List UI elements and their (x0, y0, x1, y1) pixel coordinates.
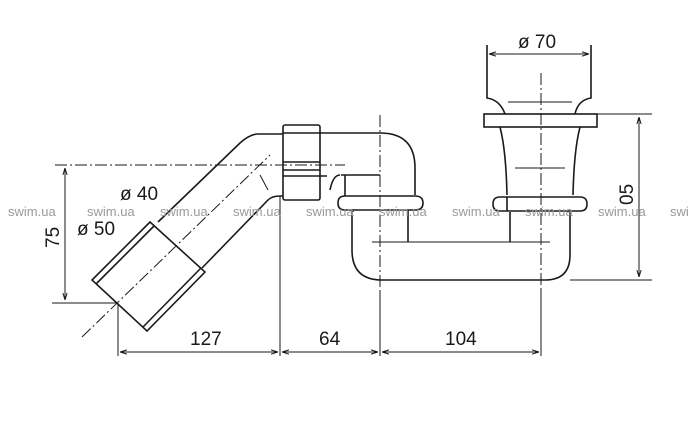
watermark: swim.ua (87, 204, 135, 219)
union-nut (282, 124, 321, 201)
elbow-pipe (320, 132, 424, 212)
length-127-label: 127 (190, 329, 222, 350)
watermark: swim.ua (160, 204, 208, 219)
height-right-label: 05 (617, 184, 638, 205)
pipe-diameter-label: ø 40 (120, 184, 158, 205)
watermark: swim.ua (670, 204, 688, 219)
watermark: swim.ua (379, 204, 427, 219)
watermark: swim.ua (598, 204, 646, 219)
watermark: swim.ua (452, 204, 500, 219)
outlet-fitting (483, 45, 598, 212)
dimension-lines (52, 54, 652, 356)
socket-diameter-label: ø 50 (77, 219, 115, 240)
diagonal-pipe (157, 133, 283, 269)
socket-cylinder (90, 220, 207, 333)
trap-bend (351, 210, 571, 281)
length-64-label: 64 (319, 329, 341, 350)
watermark: swim.ua (525, 204, 573, 219)
watermark: swim.ua (8, 204, 56, 219)
watermark: swim.ua (306, 204, 354, 219)
watermarks: swim.ua swim.ua swim.ua swim.ua swim.ua … (8, 204, 688, 219)
watermark: swim.ua (233, 204, 281, 219)
outlet-diameter-label: ø 70 (518, 32, 556, 53)
height-left-label: 75 (43, 227, 64, 248)
length-104-label: 104 (445, 329, 477, 350)
